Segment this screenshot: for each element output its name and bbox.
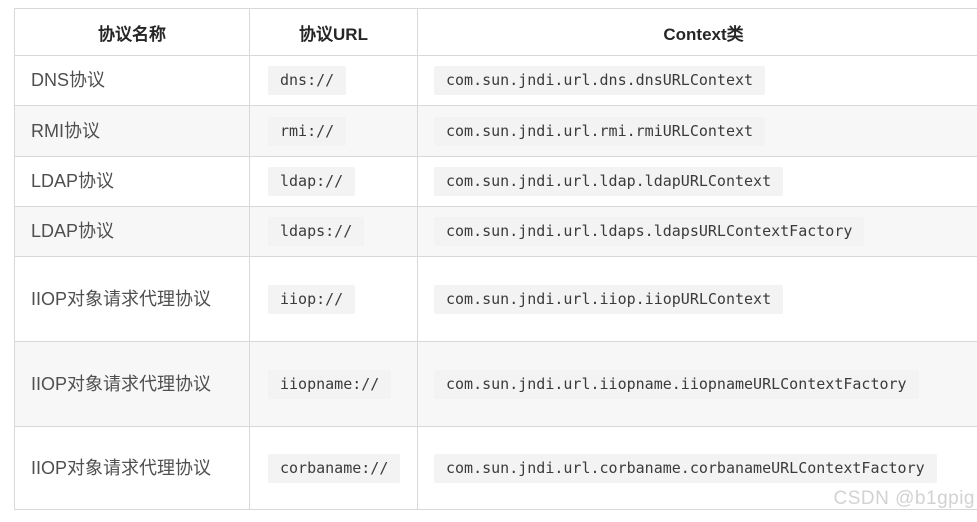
protocol-name-cell: DNS协议 xyxy=(14,55,250,106)
table-row: RMI协议 rmi:// com.sun.jndi.url.rmi.rmiURL… xyxy=(14,105,977,157)
protocol-name-cell: IIOP对象请求代理协议 xyxy=(14,426,250,510)
protocol-name-text: IIOP对象请求代理协议 xyxy=(31,457,212,478)
context-class-code: com.sun.jndi.url.ldap.ldapURLContext xyxy=(434,167,784,196)
context-class-code: com.sun.jndi.url.iiop.iiopURLContext xyxy=(434,284,784,314)
protocol-url-code: rmi:// xyxy=(268,116,347,146)
protocol-url-cell: ldaps:// xyxy=(249,206,418,257)
protocol-url-cell: iiopname:// xyxy=(249,341,418,427)
protocol-name-text: LDAP协议 xyxy=(31,221,115,241)
context-class-cell: com.sun.jndi.url.corbaname.corbanameURLC… xyxy=(417,426,977,510)
table-row: IIOP对象请求代理协议 iiopname:// com.sun.jndi.ur… xyxy=(14,341,977,427)
protocol-url-cell: iiop:// xyxy=(249,256,418,342)
context-class-cell: com.sun.jndi.url.iiopname.iiopnameURLCon… xyxy=(417,341,977,427)
context-class-code: com.sun.jndi.url.corbaname.corbanameURLC… xyxy=(434,453,937,483)
protocol-name-text: RMI协议 xyxy=(31,120,100,141)
table-row: IIOP对象请求代理协议 corbaname:// com.sun.jndi.u… xyxy=(14,426,977,510)
context-class-code: com.sun.jndi.url.ldaps.ldapsURLContextFa… xyxy=(434,217,865,246)
protocol-name-cell: IIOP对象请求代理协议 xyxy=(14,256,250,342)
protocol-url-code: dns:// xyxy=(268,66,347,95)
context-class-cell: com.sun.jndi.url.dns.dnsURLContext xyxy=(417,55,977,106)
context-class-cell: com.sun.jndi.url.iiop.iiopURLContext xyxy=(417,256,977,342)
header-protocol-name: 协议名称 xyxy=(14,8,250,56)
protocol-name-text: DNS协议 xyxy=(31,70,106,90)
protocol-url-code: iiopname:// xyxy=(268,369,392,399)
protocol-url-code: iiop:// xyxy=(268,284,356,314)
protocol-url-code: ldap:// xyxy=(268,167,356,196)
protocol-name-cell: RMI协议 xyxy=(14,105,250,157)
header-protocol-url: 协议URL xyxy=(249,8,418,56)
protocol-name-text: IIOP对象请求代理协议 xyxy=(31,288,212,309)
table-row: LDAP协议 ldap:// com.sun.jndi.url.ldap.lda… xyxy=(14,156,977,207)
context-class-code: com.sun.jndi.url.rmi.rmiURLContext xyxy=(434,116,766,146)
table-header: 协议名称 协议URL Context类 xyxy=(14,8,977,56)
context-class-code: com.sun.jndi.url.iiopname.iiopnameURLCon… xyxy=(434,369,919,399)
table-row: IIOP对象请求代理协议 iiop:// com.sun.jndi.url.ii… xyxy=(14,256,977,342)
protocol-url-code: corbaname:// xyxy=(268,453,401,483)
context-class-cell: com.sun.jndi.url.rmi.rmiURLContext xyxy=(417,105,977,157)
protocol-name-text: LDAP协议 xyxy=(31,171,115,191)
table-row: LDAP协议 ldaps:// com.sun.jndi.url.ldaps.l… xyxy=(14,206,977,257)
protocol-url-cell: rmi:// xyxy=(249,105,418,157)
table-row: DNS协议 dns:// com.sun.jndi.url.dns.dnsURL… xyxy=(14,55,977,106)
protocol-url-cell: ldap:// xyxy=(249,156,418,207)
protocol-name-cell: LDAP协议 xyxy=(14,156,250,207)
context-class-cell: com.sun.jndi.url.ldaps.ldapsURLContextFa… xyxy=(417,206,977,257)
protocol-url-cell: dns:// xyxy=(249,55,418,106)
header-row: 协议名称 协议URL Context类 xyxy=(14,8,977,56)
protocol-name-cell: LDAP协议 xyxy=(14,206,250,257)
header-context-class: Context类 xyxy=(417,8,977,56)
protocol-url-code: ldaps:// xyxy=(268,217,365,246)
csdn-watermark: CSDN @b1gpig xyxy=(833,488,975,509)
table-body: DNS协议 dns:// com.sun.jndi.url.dns.dnsURL… xyxy=(14,55,977,510)
protocol-name-text: IIOP对象请求代理协议 xyxy=(31,373,212,394)
jndi-protocol-table: 协议名称 协议URL Context类 DNS协议 dns:// com.sun… xyxy=(14,8,977,510)
protocol-name-cell: IIOP对象请求代理协议 xyxy=(14,341,250,427)
context-class-cell: com.sun.jndi.url.ldap.ldapURLContext xyxy=(417,156,977,207)
protocol-url-cell: corbaname:// xyxy=(249,426,418,510)
context-class-code: com.sun.jndi.url.dns.dnsURLContext xyxy=(434,66,766,95)
